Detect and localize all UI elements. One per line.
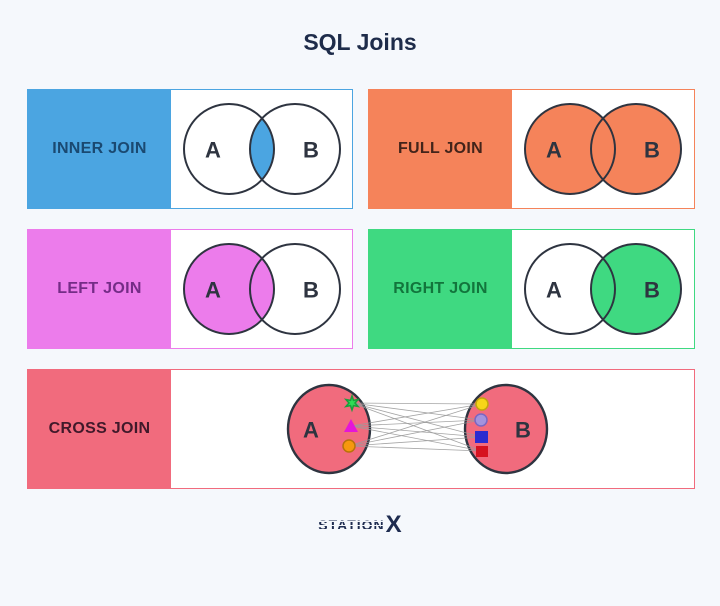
full-join-diagram-area: A B	[512, 90, 694, 209]
set-b-ellipse	[463, 384, 549, 475]
cross-join-label-box: CROSS JOIN	[28, 370, 171, 489]
set-a-letter: A	[546, 278, 562, 303]
card-right-join: RIGHT JOIN A B	[368, 229, 695, 350]
cross-set-a-letter: A	[303, 418, 319, 443]
cross-join-diagram-area: A B	[171, 370, 694, 489]
set-a-circle	[524, 103, 616, 196]
set-a-fill	[183, 244, 274, 335]
set-a-letter: A	[205, 138, 221, 163]
cross-join-label: CROSS JOIN	[48, 420, 151, 438]
right-join-label-box: RIGHT JOIN	[369, 230, 512, 349]
card-left-join: LEFT JOIN A B	[27, 229, 353, 350]
join-cards-grid: INNER JOIN A B FULL JOIN	[27, 89, 695, 350]
magenta-triangle-icon	[344, 419, 358, 433]
full-join-label-box: FULL JOIN	[369, 90, 512, 209]
left-join-label-box: LEFT JOIN	[28, 230, 171, 349]
right-join-diagram-area: A B	[512, 230, 694, 349]
full-join-label: FULL JOIN	[397, 140, 484, 158]
venn-diagram-left-join: A B	[182, 243, 341, 336]
set-b-letter: B	[303, 138, 319, 163]
blue-square-icon	[475, 431, 488, 444]
set-a-circle	[524, 243, 616, 336]
card-full-join: FULL JOIN A B	[368, 89, 695, 210]
cross-join-diagram: A B	[286, 384, 549, 475]
set-b-circle	[248, 103, 341, 196]
set-a-circle	[182, 103, 275, 196]
red-square-icon	[476, 446, 488, 458]
left-join-diagram-area: A B	[171, 230, 352, 349]
cross-set-b-letter: B	[515, 418, 531, 443]
card-cross-join: CROSS JOIN	[27, 369, 695, 490]
card-inner-join: INNER JOIN A B	[27, 89, 353, 210]
logo-station-text: STATION	[318, 516, 386, 533]
set-a-ellipse	[286, 384, 372, 475]
cross-product-connectors	[348, 402, 483, 452]
left-join-label: LEFT JOIN	[57, 280, 142, 298]
page-title: SQL Joins	[303, 29, 417, 55]
lavender-circle-icon	[474, 413, 488, 428]
logo-x-text: X	[385, 511, 402, 539]
right-join-label: RIGHT JOIN	[393, 280, 488, 298]
inner-join-diagram-area: A B	[171, 90, 352, 209]
set-b-letter: B	[644, 278, 660, 303]
set-b-fill	[591, 244, 681, 335]
set-a-letter: A	[205, 278, 221, 303]
set-a-fill	[525, 104, 615, 195]
set-b-circle	[590, 103, 682, 196]
orange-circle-icon	[342, 439, 356, 454]
venn-diagram-inner-join: A B	[182, 103, 341, 196]
inner-join-label: INNER JOIN	[52, 140, 147, 158]
set-a-circle	[182, 243, 275, 336]
set-b-circle	[248, 243, 341, 336]
venn-diagram-right-join: A B	[524, 243, 682, 336]
set-b-letter: B	[644, 138, 660, 163]
set-b-fill	[591, 104, 681, 195]
set-b-circle	[590, 243, 682, 336]
yellow-circle-icon	[475, 397, 489, 412]
set-a-letter: A	[546, 138, 562, 163]
inner-join-label-box: INNER JOIN	[28, 90, 171, 209]
venn-diagram-full-join: A B	[524, 103, 682, 196]
set-b-letter: B	[303, 278, 319, 303]
green-star-icon	[343, 393, 361, 413]
